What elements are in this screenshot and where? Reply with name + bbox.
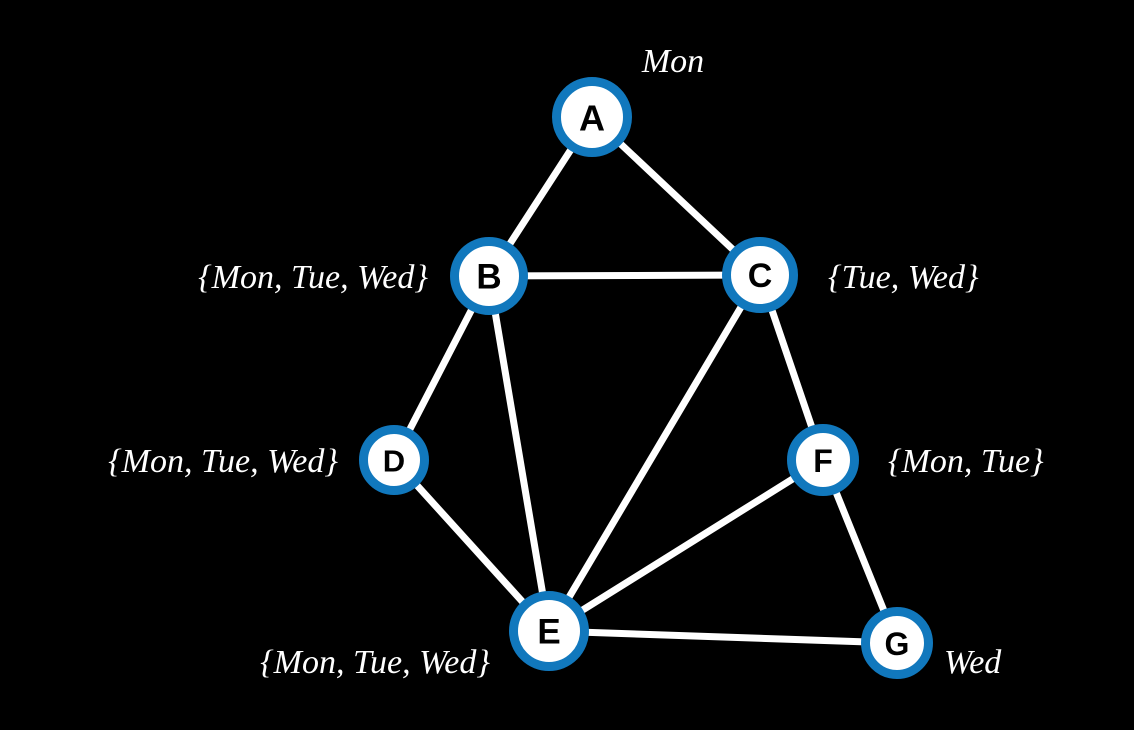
graph-node-a[interactable]: A	[552, 77, 632, 157]
graph-edge-e-g	[545, 627, 901, 647]
domain-label-g: Wed	[944, 644, 1002, 681]
graph-node-d[interactable]: D	[359, 425, 429, 495]
node-circle-d	[359, 425, 429, 495]
node-letter-e: E	[537, 613, 560, 652]
node-letter-d: D	[383, 444, 405, 479]
node-circle-f	[787, 424, 859, 496]
node-circle-a	[552, 77, 632, 157]
graph-edge-b-c	[485, 271, 764, 280]
domain-label-b: {Mon, Tue, Wed}	[198, 259, 428, 296]
graph-node-f[interactable]: F	[787, 424, 859, 496]
graph-node-b[interactable]: B	[450, 237, 528, 315]
domain-label-c: {Tue, Wed}	[828, 259, 979, 296]
graph-node-g[interactable]: G	[861, 607, 933, 679]
domain-label-f: {Mon, Tue}	[888, 443, 1044, 480]
node-circle-e	[509, 591, 589, 671]
node-letter-c: C	[748, 257, 773, 295]
node-letter-g: G	[885, 626, 910, 662]
node-letter-f: F	[813, 443, 833, 479]
node-circle-g	[861, 607, 933, 679]
node-circle-b	[450, 237, 528, 315]
graph-edge-e-f	[545, 456, 827, 635]
graph-edge-c-e	[545, 271, 764, 635]
node-circle-c	[722, 237, 798, 313]
labels-layer: Mon {Mon, Tue, Wed} {Tue, Wed} {Mon, Tue, W…	[108, 43, 1044, 681]
graph-edge-b-e	[485, 272, 553, 635]
nodes-layer: A B C D E F G	[359, 77, 933, 679]
domain-label-e: {Mon, Tue, Wed}	[260, 644, 490, 681]
edges-layer	[390, 113, 901, 647]
domain-label-a: Mon	[641, 43, 704, 80]
graph-node-c[interactable]: C	[722, 237, 798, 313]
graph-node-e[interactable]: E	[509, 591, 589, 671]
domain-label-d: {Mon, Tue, Wed}	[108, 443, 338, 480]
node-letter-b: B	[476, 258, 501, 297]
node-letter-a: A	[579, 98, 605, 139]
